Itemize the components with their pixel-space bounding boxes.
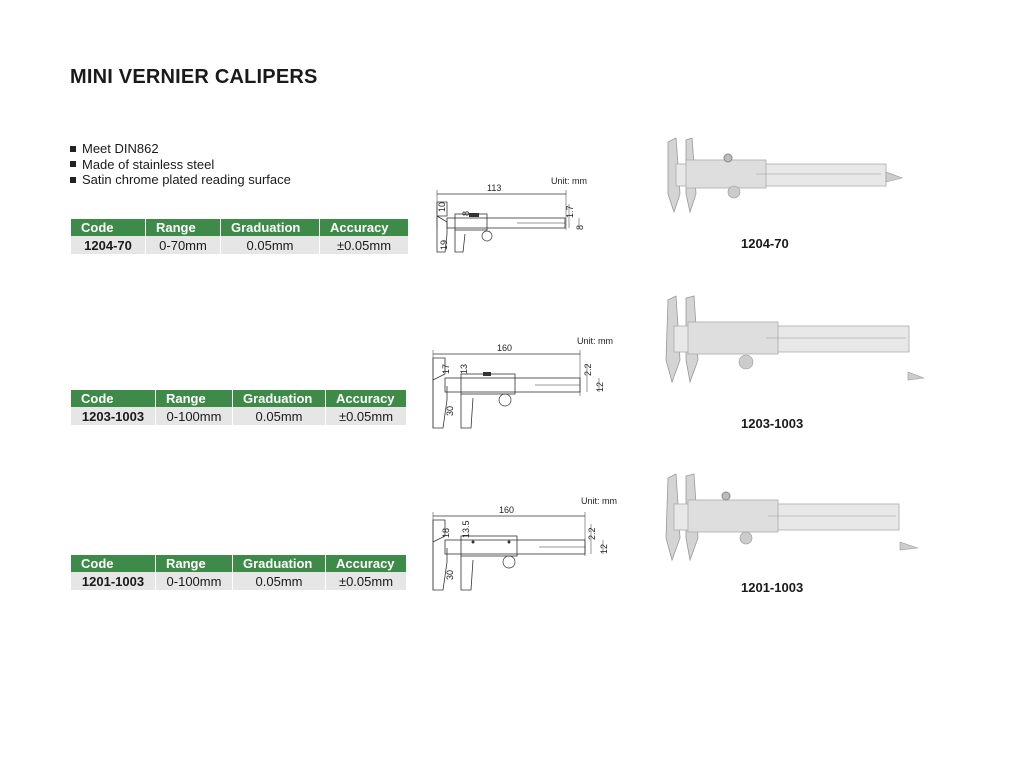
header-code: Code xyxy=(71,219,146,236)
cell-graduation: 0.05mm xyxy=(220,236,320,254)
dim-d5: 12 xyxy=(599,544,609,554)
dimension-drawing-1204-70: Unit: mm 113 10 8 19 1.7 8 xyxy=(425,172,625,269)
dim-d3: 19 xyxy=(439,240,449,250)
dimension-drawing-1203-1003: Unit: mm 160 17 13 30 2.2 12 xyxy=(425,334,625,439)
dimension-drawing-1201-1003: Unit: mm 160 18 13.5 30 2.2 12 xyxy=(425,494,625,599)
feature-list: Meet DIN862 Made of stainless steel Sati… xyxy=(70,141,291,188)
header-range: Range xyxy=(145,219,221,236)
dim-d1: 18 xyxy=(441,528,451,538)
dim-d3: 30 xyxy=(445,570,455,580)
header-code: Code xyxy=(71,555,156,572)
header-accuracy: Accuracy xyxy=(325,555,406,572)
cell-code: 1204-70 xyxy=(71,236,146,254)
model-label-1204-70: 1204-70 xyxy=(741,236,789,251)
dim-d4: 2.2 xyxy=(587,527,597,540)
feature-item: Made of stainless steel xyxy=(70,157,291,173)
header-code: Code xyxy=(71,390,156,407)
unit-label: Unit: mm xyxy=(577,336,613,346)
cell-graduation: 0.05mm xyxy=(232,572,326,590)
feature-text: Satin chrome plated reading surface xyxy=(82,172,291,187)
header-range: Range xyxy=(155,555,233,572)
cell-range: 0-100mm xyxy=(155,407,233,425)
cell-code: 1201-1003 xyxy=(71,572,156,590)
feature-text: Made of stainless steel xyxy=(82,156,215,172)
cell-code: 1203-1003 xyxy=(71,407,156,425)
dim-d1: 10 xyxy=(437,202,447,212)
spec-header-row: Code Range Graduation Accuracy xyxy=(71,555,406,572)
model-label-1201-1003: 1201-1003 xyxy=(741,580,804,595)
unit-label: Unit: mm xyxy=(581,496,617,506)
dim-d2: 8 xyxy=(461,211,471,216)
header-graduation: Graduation xyxy=(220,219,320,236)
dim-length: 113 xyxy=(487,183,501,193)
bullet-icon xyxy=(70,161,76,168)
dim-d2: 13.5 xyxy=(461,520,471,538)
spec-table-1201-1003: Code Range Graduation Accuracy 1201-1003… xyxy=(71,555,406,590)
dim-d5: 12 xyxy=(595,382,605,392)
caliper-photo-1203-1003 xyxy=(656,290,926,391)
spec-table-1204-70: Code Range Graduation Accuracy 1204-70 0… xyxy=(71,219,408,254)
dim-d2: 13 xyxy=(459,364,469,374)
dim-d3: 30 xyxy=(445,406,455,416)
caliper-photo-1201-1003 xyxy=(656,470,926,567)
dim-d4: 2.2 xyxy=(583,363,593,376)
dim-length: 160 xyxy=(499,505,514,515)
header-range: Range xyxy=(155,390,233,407)
dim-d1: 17 xyxy=(441,364,451,374)
unit-label: Unit: mm xyxy=(551,176,587,186)
feature-text: Meet DIN862 xyxy=(82,141,159,156)
cell-accuracy: ±0.05mm xyxy=(325,407,406,425)
spec-row: 1204-70 0-70mm 0.05mm ±0.05mm xyxy=(71,236,408,254)
feature-item: Satin chrome plated reading surface xyxy=(70,172,291,188)
spec-row: 1201-1003 0-100mm 0.05mm ±0.05mm xyxy=(71,572,406,590)
header-accuracy: Accuracy xyxy=(325,390,406,407)
header-graduation: Graduation xyxy=(232,555,326,572)
dim-length: 160 xyxy=(497,343,512,353)
cell-accuracy: ±0.05mm xyxy=(319,236,408,254)
page-title: MINI VERNIER CALIPERS xyxy=(70,66,318,88)
header-graduation: Graduation xyxy=(232,390,326,407)
feature-item: Meet DIN862 xyxy=(70,141,291,157)
cell-range: 0-70mm xyxy=(145,236,221,254)
cell-range: 0-100mm xyxy=(155,572,233,590)
cell-accuracy: ±0.05mm xyxy=(325,572,406,590)
dim-d4: 1.7 xyxy=(565,205,575,218)
caliper-photo-1204-70 xyxy=(656,134,906,223)
cell-graduation: 0.05mm xyxy=(232,407,326,425)
header-accuracy: Accuracy xyxy=(319,219,408,236)
dim-d5: 8 xyxy=(575,225,585,230)
spec-table-1203-1003: Code Range Graduation Accuracy 1203-1003… xyxy=(71,390,406,425)
spec-row: 1203-1003 0-100mm 0.05mm ±0.05mm xyxy=(71,407,406,425)
model-label-1203-1003: 1203-1003 xyxy=(741,416,804,431)
spec-header-row: Code Range Graduation Accuracy xyxy=(71,219,408,236)
spec-header-row: Code Range Graduation Accuracy xyxy=(71,390,406,407)
bullet-icon xyxy=(70,145,76,152)
bullet-icon xyxy=(70,176,76,183)
